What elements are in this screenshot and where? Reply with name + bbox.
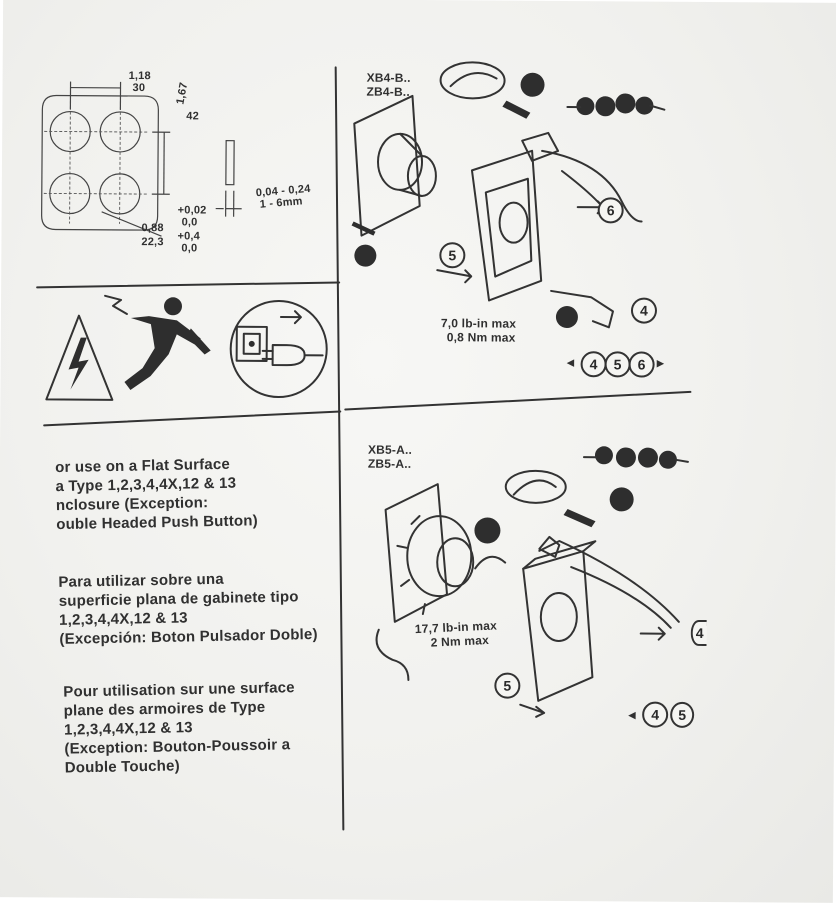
upper-sequence-step-4: 4 <box>581 351 607 377</box>
spanish-instructions: Para utilizar sobre una superficie plana… <box>58 568 318 649</box>
tolerance-plus-mm: +0,4 <box>177 230 200 242</box>
width-dimension-inch: 1,18 <box>129 70 151 82</box>
hole-diameter-mm: 22,3 <box>141 236 163 248</box>
lower-sequence-arrow-left-icon: ◂ <box>628 705 636 723</box>
lower-sequence-step-5: 5 <box>670 702 694 728</box>
upper-torque-lbin: 7,0 lb-in max <box>441 316 516 331</box>
upper-callout-4: 4 <box>631 297 657 323</box>
lower-part-code-xb5: XB5-A.. <box>368 444 412 457</box>
shock-hazard-person-icon <box>104 296 211 391</box>
upper-sequence-arrow-left-icon: ◂ <box>567 353 575 371</box>
hole-diameter-inch: 0,88 <box>142 222 164 234</box>
lower-sequence-step-4: 4 <box>642 702 668 728</box>
upper-torque-nm: 0,8 Nm max <box>447 330 516 344</box>
upper-part-code-zb4: ZB4-B.. <box>366 86 409 99</box>
tolerance-plus-inch: +0,02 <box>178 204 207 216</box>
lower-torque-nm: 2 Nm max <box>430 633 489 650</box>
lower-callout-4: 4 <box>691 620 707 646</box>
horizontal-divider-right <box>345 389 690 411</box>
disconnect-power-icon <box>230 301 327 398</box>
height-dimension-mm: 42 <box>186 110 199 122</box>
electrical-hazard-icon <box>46 315 113 399</box>
upper-sequence-arrow-right-icon: ▸ <box>657 354 665 372</box>
horizontal-divider-left <box>44 409 340 427</box>
horizontal-divider-top <box>37 280 339 289</box>
upper-callout-6: 6 <box>598 197 624 223</box>
upper-sequence-step-5: 5 <box>605 351 631 377</box>
french-instructions: Pour utilisation sur une surface plane d… <box>63 678 296 777</box>
tolerance-zero-inch: 0,0 <box>182 216 198 228</box>
upper-callout-5: 5 <box>439 242 465 268</box>
cutout-dimension-drawing <box>41 81 242 236</box>
upper-sequence-step-6: 6 <box>629 351 655 377</box>
upper-assembly-diagram <box>351 62 665 329</box>
lower-part-code-zb5: ZB5-A.. <box>368 458 411 471</box>
upper-part-code-xb4: XB4-B.. <box>367 72 411 85</box>
english-line-4: ouble Headed Push Button) <box>56 511 258 534</box>
width-dimension-mm: 30 <box>132 82 145 94</box>
english-instructions: or use on a Flat Surface a Type 1,2,3,4,… <box>55 454 258 534</box>
tolerance-zero-mm: 0,0 <box>181 242 197 254</box>
vertical-divider <box>330 67 348 829</box>
lower-callout-5: 5 <box>494 673 520 699</box>
lower-assembly-diagram <box>376 445 688 718</box>
